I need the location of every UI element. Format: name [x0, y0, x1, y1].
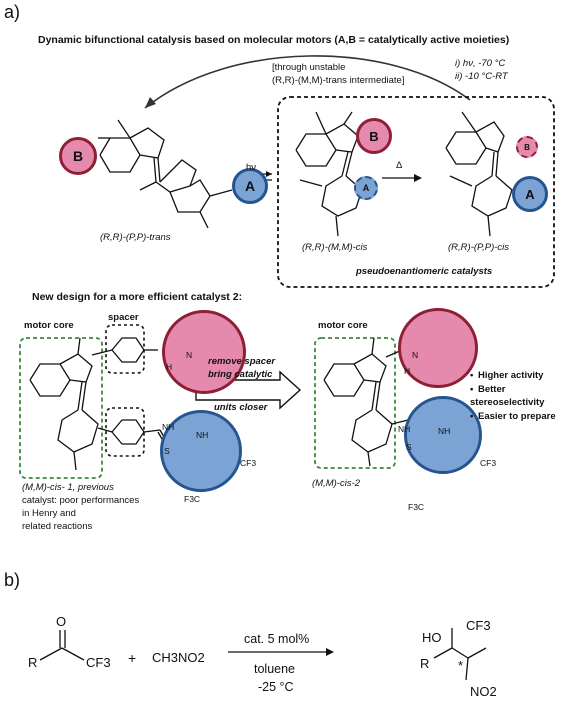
catalyst-loading: cat. 5 mol%: [244, 632, 310, 646]
cat1-h-atom: H: [166, 362, 173, 372]
stereocenter-star: *: [458, 658, 464, 673]
moiety-b-circle: B: [59, 137, 97, 175]
trans-label: (R,R)-(P,P)-trans: [100, 232, 171, 243]
catalyst-2-blue-unit: [404, 396, 482, 474]
panel-a-label: a): [4, 2, 21, 22]
cat1-desc-3: in Henry and: [22, 508, 76, 519]
arrow-text-3: units closer: [214, 402, 268, 413]
cat1-nh2-atom: NH: [196, 430, 209, 440]
cat2-f3c: F3C: [408, 502, 425, 512]
cat1-desc-2: catalyst: poor performances: [22, 495, 140, 506]
spacer-box-top: [105, 324, 145, 374]
product-ho: HO: [422, 630, 442, 645]
panel-a-title: Dynamic bifunctional catalysis based on …: [38, 34, 510, 46]
cat1-f3c: F3C: [184, 494, 201, 504]
pp-cis-moiety-b: B: [516, 136, 538, 158]
delta-label: Δ: [396, 160, 403, 171]
mm-cis-molecule: [295, 111, 363, 237]
pp-cis-moiety-a: A: [512, 176, 548, 212]
reactant-o: O: [56, 614, 67, 629]
product-r: R: [420, 656, 430, 671]
cat2-nh2-atom: NH: [438, 426, 451, 436]
pp-cis-molecule: [445, 111, 513, 237]
light-label: hν: [246, 162, 257, 173]
reactant-r: R: [28, 655, 38, 670]
temperature: -25 °C: [258, 680, 294, 694]
nitromethane: CH3NO2: [152, 650, 205, 665]
motor-core-box-1: [19, 337, 103, 479]
benefit-2b: stereoselectivity: [470, 397, 545, 408]
product-cf3: CF3: [466, 618, 491, 633]
curved-arrow-head: [145, 97, 156, 108]
cat2-h-atom: H: [404, 366, 411, 376]
mm-cis-moiety-b: B: [356, 118, 392, 154]
benefit-2: Better: [478, 384, 506, 395]
moiety-a-circle: A: [232, 168, 268, 204]
motor-core-label-2: motor core: [318, 320, 368, 331]
cat1-cf3: CF3: [240, 458, 257, 468]
benefit-1: Higher activity: [478, 370, 544, 381]
intermediate-note-2: (R,R)-(M,M)-trans intermediate]: [272, 75, 405, 86]
arrow-text-2: bring catalytic: [208, 369, 273, 380]
trans-molecule: [98, 119, 233, 229]
mm-cis-moiety-a: A: [354, 176, 378, 200]
pseudo-label: pseudoenantiomeric catalysts: [356, 266, 493, 277]
cat2-s-atom: S: [406, 442, 412, 452]
condition-2: ii) -10 °C-RT: [455, 71, 508, 82]
cat2-n-atom: N: [412, 350, 419, 360]
condition-1: i) hν, -70 °C: [455, 58, 506, 69]
cis-pp-label: (R,R)-(P,P)-cis: [448, 242, 510, 253]
motor-core-box-2: [314, 337, 396, 469]
cat1-nh-atom: NH: [162, 422, 175, 432]
solvent: toluene: [254, 662, 296, 676]
cat1-desc-1: (M,M)-cis- 1, previous: [22, 482, 114, 493]
reactant-cf3: CF3: [86, 655, 111, 670]
catalyst-1-pink-unit: [162, 310, 246, 394]
catalyst-2-pink-unit: [398, 308, 478, 388]
cat1-desc-4: related reactions: [22, 521, 93, 532]
cat1-n-atom: N: [186, 350, 193, 360]
pseudo-catalysts-box: [277, 96, 555, 288]
thermal-curved-arrow: [144, 55, 471, 109]
cat2-label: (M,M)-cis-2: [312, 478, 361, 489]
motor-core-label-1: motor core: [24, 320, 74, 331]
intermediate-note-1: [through unstable: [272, 62, 346, 73]
panel-b-label: b): [4, 570, 21, 590]
catalyst-1-blue-unit: [160, 410, 242, 492]
benefit-3: Easier to prepare: [478, 411, 556, 422]
cis-mm-label: (R,R)-(M,M)-cis: [302, 242, 368, 253]
catalyst-1-molecule: [29, 337, 169, 471]
cat2-cf3: CF3: [480, 458, 497, 468]
product-no2: NO2: [470, 684, 497, 699]
new-design-title: New design for a more efficient catalyst…: [32, 291, 243, 303]
reaction-drawing: [39, 628, 487, 681]
arrow-text-1: remove spacer: [208, 356, 276, 367]
cat2-nh-atom: NH: [398, 424, 411, 434]
cat1-s-atom: S: [164, 446, 170, 456]
spacer-box-bottom: [105, 407, 145, 457]
spacer-label: spacer: [108, 312, 139, 323]
plus-sign: +: [128, 650, 137, 666]
